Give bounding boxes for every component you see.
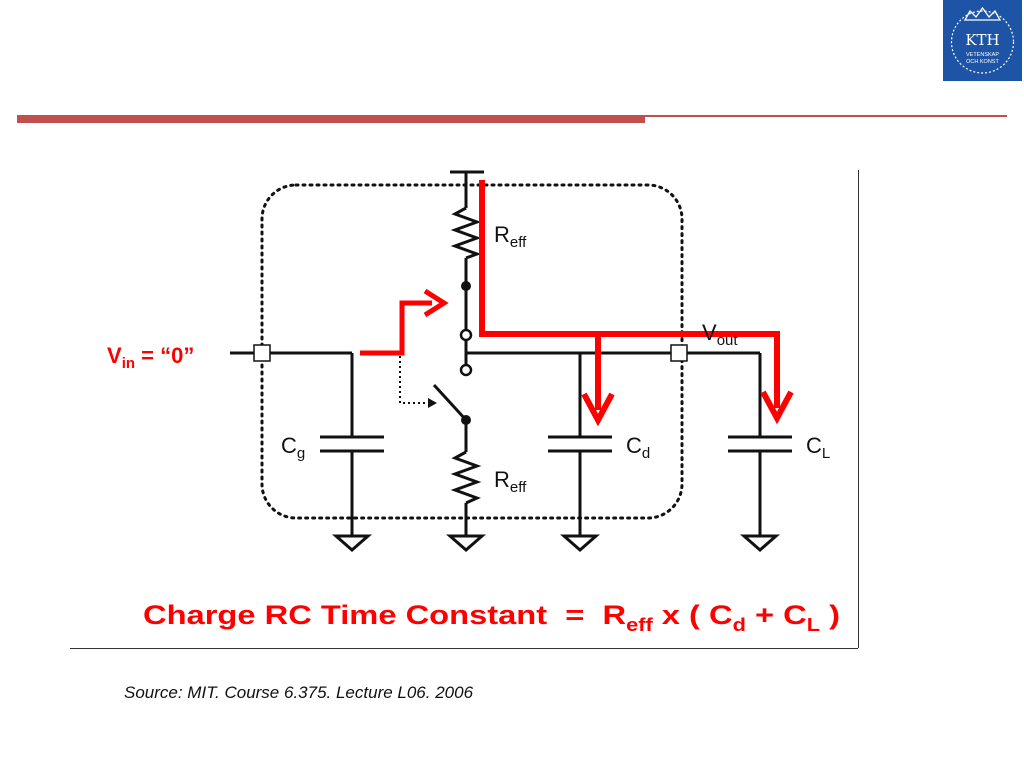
pulldown-resistor [450, 450, 482, 505]
reff-top-label: Reff [494, 222, 527, 251]
kth-logo: KTH VETENSKAP OCH KONST [943, 0, 1022, 81]
pullup-resistor [450, 206, 482, 260]
charge-path [479, 180, 780, 408]
ground-pulldown [446, 534, 486, 552]
charge-arrow-cl-head [760, 390, 794, 425]
ground-cl [740, 534, 780, 552]
pulldown-contact-bottom [461, 415, 471, 425]
output-port [670, 344, 688, 362]
control-arrow-dotted [399, 356, 428, 404]
source-citation: Source: MIT. Course 6.375. Lecture L06. … [124, 683, 474, 702]
cl-label: CL [806, 433, 830, 462]
pullup-contact-top [461, 281, 471, 291]
title-divider-thick [17, 115, 645, 123]
pullup-contact-bottom [459, 328, 473, 342]
cd-label: Cd [626, 433, 650, 462]
input-port [253, 344, 271, 362]
vout-label: Vout [702, 320, 738, 349]
pulldown-contact-top [459, 363, 473, 377]
vin-label: Vin = “0” [107, 343, 194, 372]
ground-cd [560, 534, 600, 552]
cg-label: Cg [281, 433, 305, 462]
kth-logo-line1: VETENSKAP [966, 52, 999, 58]
control-arrow-red-head [423, 288, 449, 318]
charge-arrow-cd-head [581, 392, 615, 427]
kth-logo-line2: OCH KONST [966, 59, 999, 65]
title-divider-thin [645, 115, 1007, 117]
kth-logo-name: KTH [965, 31, 999, 49]
reff-bottom-label: Reff [494, 467, 527, 496]
pulldown-switch [432, 383, 468, 422]
control-arrow-dotted-head [428, 398, 437, 408]
control-arrow-red [360, 300, 432, 356]
ground-cg [332, 534, 372, 552]
